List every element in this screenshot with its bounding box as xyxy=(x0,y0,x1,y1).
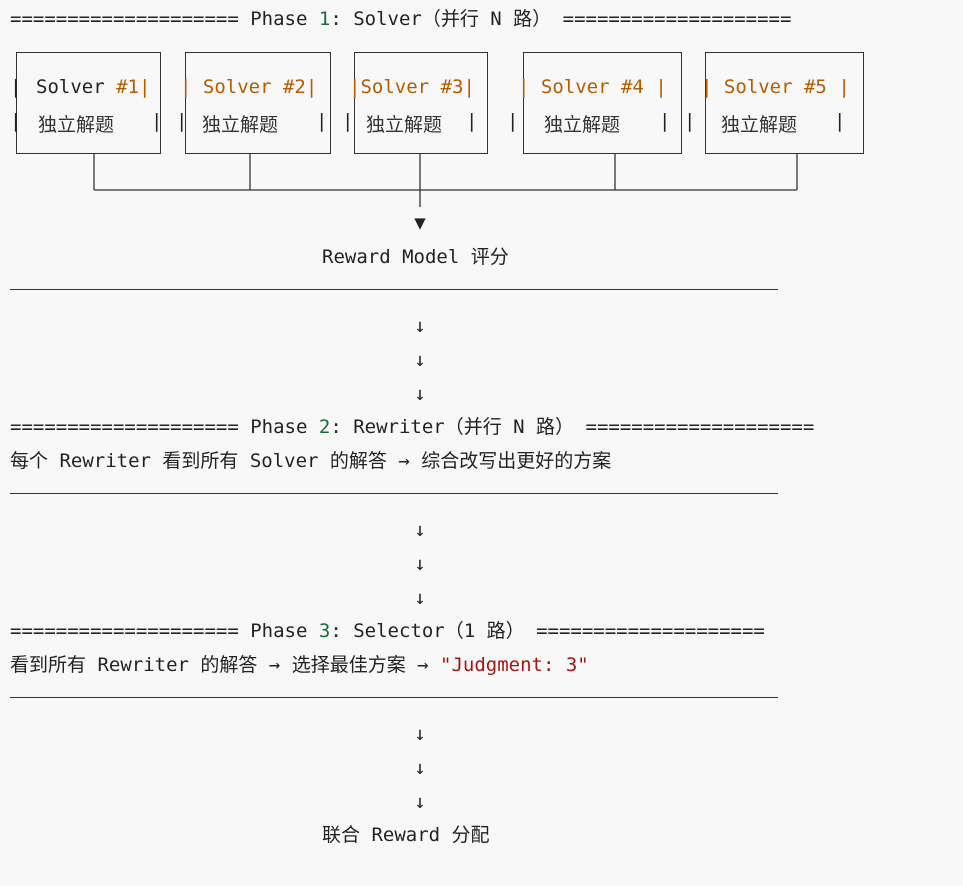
pipe: | xyxy=(342,110,354,132)
phase1-number: 1 xyxy=(318,8,331,30)
reward-model-label: Reward Model 评分 xyxy=(322,246,509,268)
down-arrow: ↓ xyxy=(414,791,426,813)
pipe: | xyxy=(10,76,22,98)
solver-box-5 xyxy=(705,52,864,154)
solver-5-desc: 独立解题 xyxy=(721,114,798,136)
down-arrow: ↓ xyxy=(414,315,426,337)
phase2-header: ==================== Phase 2: Rewriter（并… xyxy=(10,416,815,438)
phase1-name: : Solver xyxy=(330,8,422,30)
solver-3-desc: 独立解题 xyxy=(366,114,443,136)
divider-3 xyxy=(10,697,778,698)
phase1-label: Phase xyxy=(250,8,308,30)
pipe: | xyxy=(176,110,188,132)
merge-connectors xyxy=(93,154,798,207)
phase1-rule-right: ==================== xyxy=(562,8,792,30)
down-arrow: ↓ xyxy=(414,349,426,371)
divider-1 xyxy=(10,289,778,290)
judgment-string: "Judgment: 3" xyxy=(440,654,589,676)
phase2-desc: 每个 Rewriter 看到所有 Solver 的解答 → 综合改写出更好的方案 xyxy=(10,450,612,472)
solver-box-2 xyxy=(185,52,331,154)
solver-3-title: |Solver #3| xyxy=(349,76,475,98)
solver-4-desc: 独立解题 xyxy=(544,114,621,136)
phase1-parallel: （并行 N 路） xyxy=(421,8,552,30)
solver-1-title: Solver #1| xyxy=(36,76,151,98)
down-arrow: ↓ xyxy=(414,587,426,609)
solver-box-4 xyxy=(523,52,682,154)
phase3-desc: 看到所有 Rewriter 的解答 → 选择最佳方案 → "Judgment: … xyxy=(10,654,589,676)
pipe: | xyxy=(684,110,696,132)
pipe: | xyxy=(659,110,671,132)
down-arrow: ↓ xyxy=(414,519,426,541)
pipe: | xyxy=(10,110,22,132)
divider-2 xyxy=(10,493,778,494)
solver-2-title: | Solver #2| xyxy=(180,76,318,98)
solver-4-title: | Solver #4 | xyxy=(518,76,667,98)
solver-2-desc: 独立解题 xyxy=(202,114,279,136)
phase3-header: ==================== Phase 3: Selector（1… xyxy=(10,620,765,642)
down-arrow: ↓ xyxy=(414,723,426,745)
solver-5-title: | Solver #5 | xyxy=(701,76,850,98)
pipe: | xyxy=(507,110,519,132)
solver-box-3 xyxy=(354,52,488,154)
phase1-rule-left: ==================== xyxy=(10,8,239,30)
pipe: | xyxy=(834,110,846,132)
solver-box-1 xyxy=(16,52,161,154)
merge-arrow: ▼ xyxy=(414,212,426,234)
pipe: | xyxy=(151,110,163,132)
pipe: | xyxy=(316,110,328,132)
final-reward-label: 联合 Reward 分配 xyxy=(322,824,490,846)
pipe: | xyxy=(466,110,478,132)
phase1-header: ==================== Phase 1: Solver（并行 … xyxy=(10,8,791,30)
down-arrow: ↓ xyxy=(414,757,426,779)
down-arrow: ↓ xyxy=(414,553,426,575)
down-arrow: ↓ xyxy=(414,383,426,405)
solver-1-desc: 独立解题 xyxy=(38,114,115,136)
